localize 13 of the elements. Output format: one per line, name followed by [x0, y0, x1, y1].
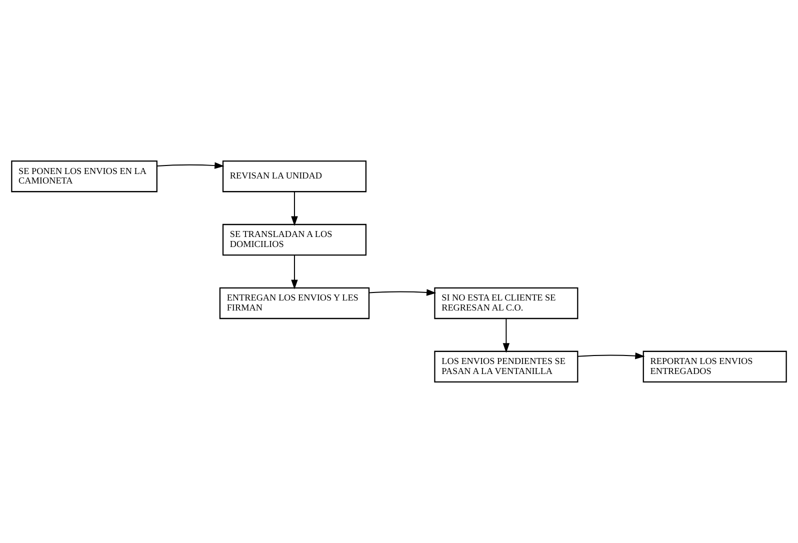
arrow [291, 191, 298, 226]
node-box: LOS ENVIOS PENDIENTES SE PASAN A LA VENTANILLA [434, 350, 578, 383]
node-box: SE PONEN LOS ENVIOS EN LA CAMIONETA [11, 160, 158, 192]
node-box: SI NO ESTA EL CLIENTE SE REGRESAN AL C.O. [434, 287, 578, 320]
node-box: REPORTAN LOS ENVIOS ENTREGADOS [642, 350, 787, 383]
node-box: ENTREGAN LOS ENVIOS Y LES FIRMAN [219, 287, 370, 320]
arrow [368, 289, 436, 296]
arrow [577, 352, 645, 360]
node-box: SE TRANSLADAN A LOS DOMICILIOS [222, 224, 367, 256]
arrow [291, 254, 298, 290]
arrow [156, 162, 224, 169]
node-box: REVISAN LA UNIDAD [222, 160, 367, 192]
arrow [502, 318, 510, 353]
